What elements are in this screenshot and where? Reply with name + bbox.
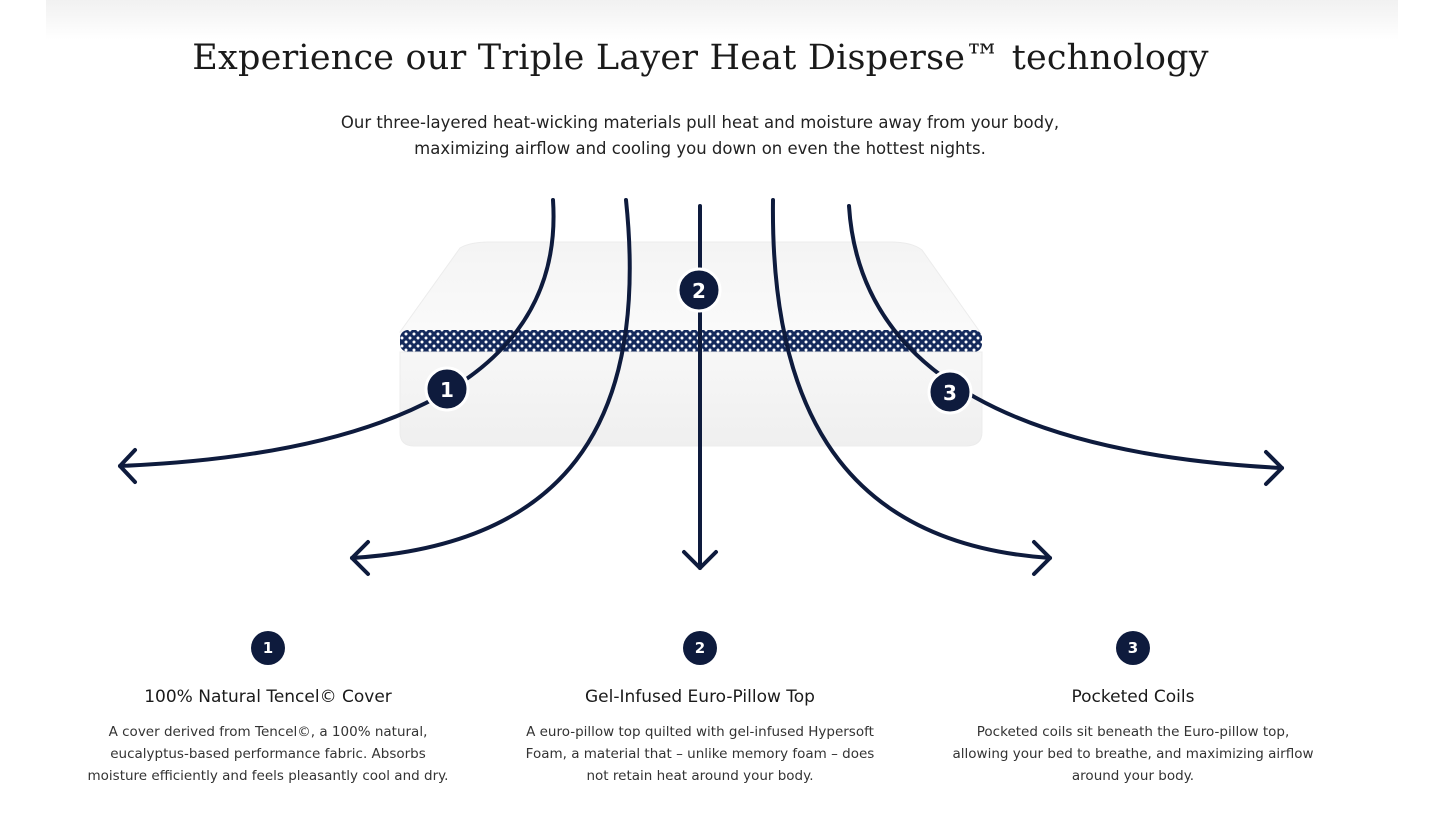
diagram-marker-2: 2 xyxy=(676,267,722,313)
arrow-curve-right-outer xyxy=(847,204,1284,486)
page-title: Experience our Triple Layer Heat Dispers… xyxy=(192,38,1209,78)
diagram-marker-3: 3 xyxy=(927,369,973,415)
feature-euro-pillow-top: 2 Gel-Infused Euro-Pillow Top A euro-pil… xyxy=(510,631,890,787)
arrow-curve-right-inner xyxy=(770,198,1052,576)
feature-title: Gel-Infused Euro-Pillow Top xyxy=(585,687,815,707)
feature-description: Pocketed coils sit beneath the Euro-pill… xyxy=(952,724,1314,784)
feature-number-badge: 3 xyxy=(1116,631,1150,665)
diagram-marker-3-label: 3 xyxy=(943,381,957,405)
feature-number-badge: 1 xyxy=(251,631,285,665)
mattress-illustration xyxy=(399,241,983,447)
feature-title: 100% Natural Tencel© Cover xyxy=(144,687,392,707)
top-fade-band xyxy=(46,0,1398,40)
feature-number-badge: 2 xyxy=(683,631,717,665)
feature-description: A euro-pillow top quilted with gel-infus… xyxy=(525,724,875,784)
feature-tencel-cover: 1 100% Natural Tencel© Cover A cover der… xyxy=(78,631,458,787)
feature-pocketed-coils: 3 Pocketed Coils Pocketed coils sit bene… xyxy=(943,631,1323,787)
feature-title: Pocketed Coils xyxy=(1071,687,1195,707)
page-subtitle: Our three-layered heat-wicking materials… xyxy=(340,113,1060,158)
mattress-piping-band xyxy=(400,330,982,352)
diagram-marker-1: 1 xyxy=(424,366,470,412)
arrow-straight-down xyxy=(682,204,718,570)
feature-description: A cover derived from Tencel©, a 100% nat… xyxy=(87,724,449,784)
heat-disperse-diagram: 1 2 3 xyxy=(118,198,1284,576)
diagram-marker-2-label: 2 xyxy=(692,279,706,303)
arrow-curve-left-inner xyxy=(350,198,632,576)
diagram-marker-1-label: 1 xyxy=(440,378,454,402)
